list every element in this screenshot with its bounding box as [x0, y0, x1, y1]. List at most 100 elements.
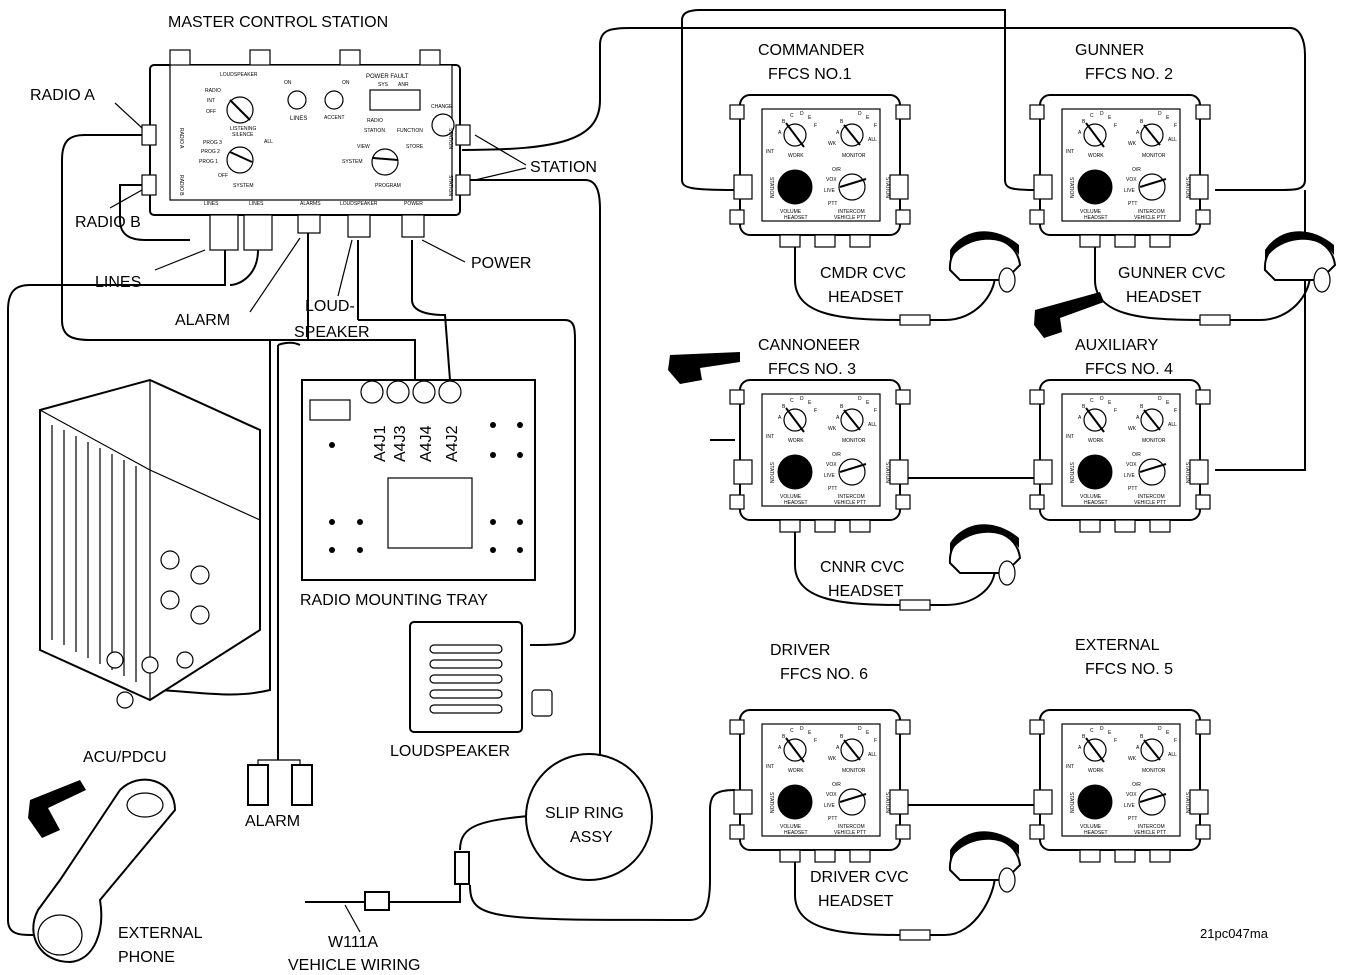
work-letter-d: D: [1100, 726, 1104, 732]
intercom-label: INTERCOM: [1138, 824, 1165, 830]
monitor-label: MONITOR: [842, 438, 866, 444]
ffcs-mount-ear: [1195, 494, 1211, 510]
speaker-knob: [531, 689, 553, 717]
monitor-letter-d: D: [858, 396, 862, 402]
or-label: O/R: [1132, 452, 1141, 458]
all-label: ALL: [868, 137, 877, 143]
mcs-view-label: VIEW: [357, 144, 370, 150]
ffcs-mount-ear: [895, 719, 911, 735]
ffcs-face: [761, 393, 881, 507]
cable-alarm-join: [277, 341, 301, 346]
leader-power: [421, 239, 466, 263]
station-title: DRIVER: [770, 642, 830, 659]
external-phone: [32, 778, 177, 964]
alarm-harness: [257, 759, 301, 765]
loudspeaker-cable-label-2: SPEAKER: [294, 324, 370, 341]
monitor-letter-d: D: [858, 111, 862, 117]
work-letter-d: D: [1100, 396, 1104, 402]
ffcs-mount-ear: [729, 494, 745, 510]
work-letter-e: E: [808, 400, 812, 406]
work-label: WORK: [1088, 768, 1104, 774]
ffcs-mount-ear: [729, 389, 745, 405]
station-subtitle: FFCS NO. 2: [1085, 66, 1173, 83]
cable-radio-b: [119, 184, 190, 241]
volume-label: VOLUME: [1080, 209, 1102, 215]
or-label: O/R: [832, 167, 841, 173]
helmet-stripe: [1265, 231, 1334, 260]
all-label: ALL: [1168, 422, 1177, 428]
monitor-knob-pointer: [843, 124, 861, 146]
or-label: O/R: [1132, 782, 1141, 788]
master-control-station: LOUDSPEAKER RADIO INT OFF LISTENING SILE…: [141, 49, 471, 251]
tray-jack-label-a4j4: A4J4: [418, 425, 435, 462]
labels: MASTER CONTROL STATION RADIO A RADIO B L…: [30, 14, 1269, 974]
work-letter-c: C: [1090, 398, 1094, 404]
int-label: INT: [766, 149, 774, 155]
monitor-letter-d: D: [858, 726, 862, 732]
work-letter-e: E: [1108, 115, 1112, 121]
ffcs-face: [1061, 723, 1181, 837]
alarm-cable-label: ALARM: [175, 312, 230, 329]
radio-b-label: RADIO B: [75, 214, 141, 231]
work-letter-f: F: [814, 408, 817, 414]
work-letter-f: F: [814, 738, 817, 744]
alarm-plug-2: [291, 764, 313, 806]
mcs-power-fault-label: POWER FAULT: [366, 74, 409, 80]
ffcs-mount-ear: [1029, 209, 1045, 225]
helmet-stripe: [950, 524, 1019, 553]
ffcs-side-connector: [1189, 174, 1209, 200]
mcs-system-label: SYSTEM: [233, 183, 254, 189]
work-letter-c: C: [1090, 113, 1094, 119]
power-label: POWER: [471, 255, 531, 272]
headset-panel-label: HEADSET: [784, 500, 808, 506]
mcs-off-label-2: OFF: [218, 173, 228, 179]
tray-plate: [309, 399, 351, 421]
ffcs-side-connector: [1033, 789, 1053, 815]
intercom-label: INTERCOM: [838, 824, 865, 830]
work-knob-pointer: [785, 122, 805, 148]
side-station-label-2: STATION: [1184, 792, 1190, 813]
headset-panel-label: HEADSET: [784, 215, 808, 221]
monitor-letter-f: F: [1174, 123, 1177, 129]
tray-jack: [438, 380, 462, 404]
acu-connector: [160, 550, 180, 570]
radio-mounting-tray-label: RADIO MOUNTING TRAY: [300, 592, 488, 609]
mcs-conn-alarms: [297, 214, 321, 234]
ffcs-bottom-connector: [1114, 849, 1136, 863]
work-letter-e: E: [808, 730, 812, 736]
work-letter-c: C: [1090, 728, 1094, 734]
w111a-label-2: VEHICLE WIRING: [288, 957, 420, 974]
mcs-conn-lines-2: [243, 214, 273, 251]
work-letter-e: E: [1108, 400, 1112, 406]
work-letter-d: D: [800, 726, 804, 732]
work-letter-f: F: [1114, 738, 1117, 744]
live-label: LIVE: [824, 803, 836, 809]
mcs-off-label: OFF: [206, 109, 216, 115]
ffcs-side-connector: [1033, 459, 1053, 485]
mcs-side-station-2: STATION: [447, 175, 453, 196]
vehicle-ptt-label: VEHICLE PTT: [834, 215, 866, 221]
acu-fins: [51, 425, 137, 682]
mcs-conn-lines-1: [209, 214, 239, 251]
tray-hole: [357, 547, 363, 553]
tray-hole: [357, 519, 363, 525]
live-label: LIVE: [1124, 803, 1136, 809]
loudspeaker-knob-pointer: [229, 99, 251, 121]
headset-label: DRIVER CVC: [810, 869, 909, 886]
monitor-letter-d: D: [1158, 726, 1162, 732]
vehicle-ptt-label: VEHICLE PTT: [834, 500, 866, 506]
ffcs-mount-ear: [1029, 104, 1045, 120]
or-label: O/R: [832, 452, 841, 458]
mcs-conn-power: [401, 214, 425, 238]
mcs-side-station-1: STATION: [447, 128, 453, 149]
work-letter-d: D: [1100, 111, 1104, 117]
monitor-letter-e: E: [1166, 400, 1170, 406]
mcs-program-label: PROGRAM: [375, 183, 401, 189]
ffcs-mount-ear: [895, 824, 911, 840]
station-subtitle: FFCS NO. 5: [1085, 661, 1173, 678]
headset-panel-label: HEADSET: [784, 830, 808, 836]
ptt-label: PTT: [1128, 486, 1137, 492]
pointer-hand-icon: [28, 780, 86, 838]
